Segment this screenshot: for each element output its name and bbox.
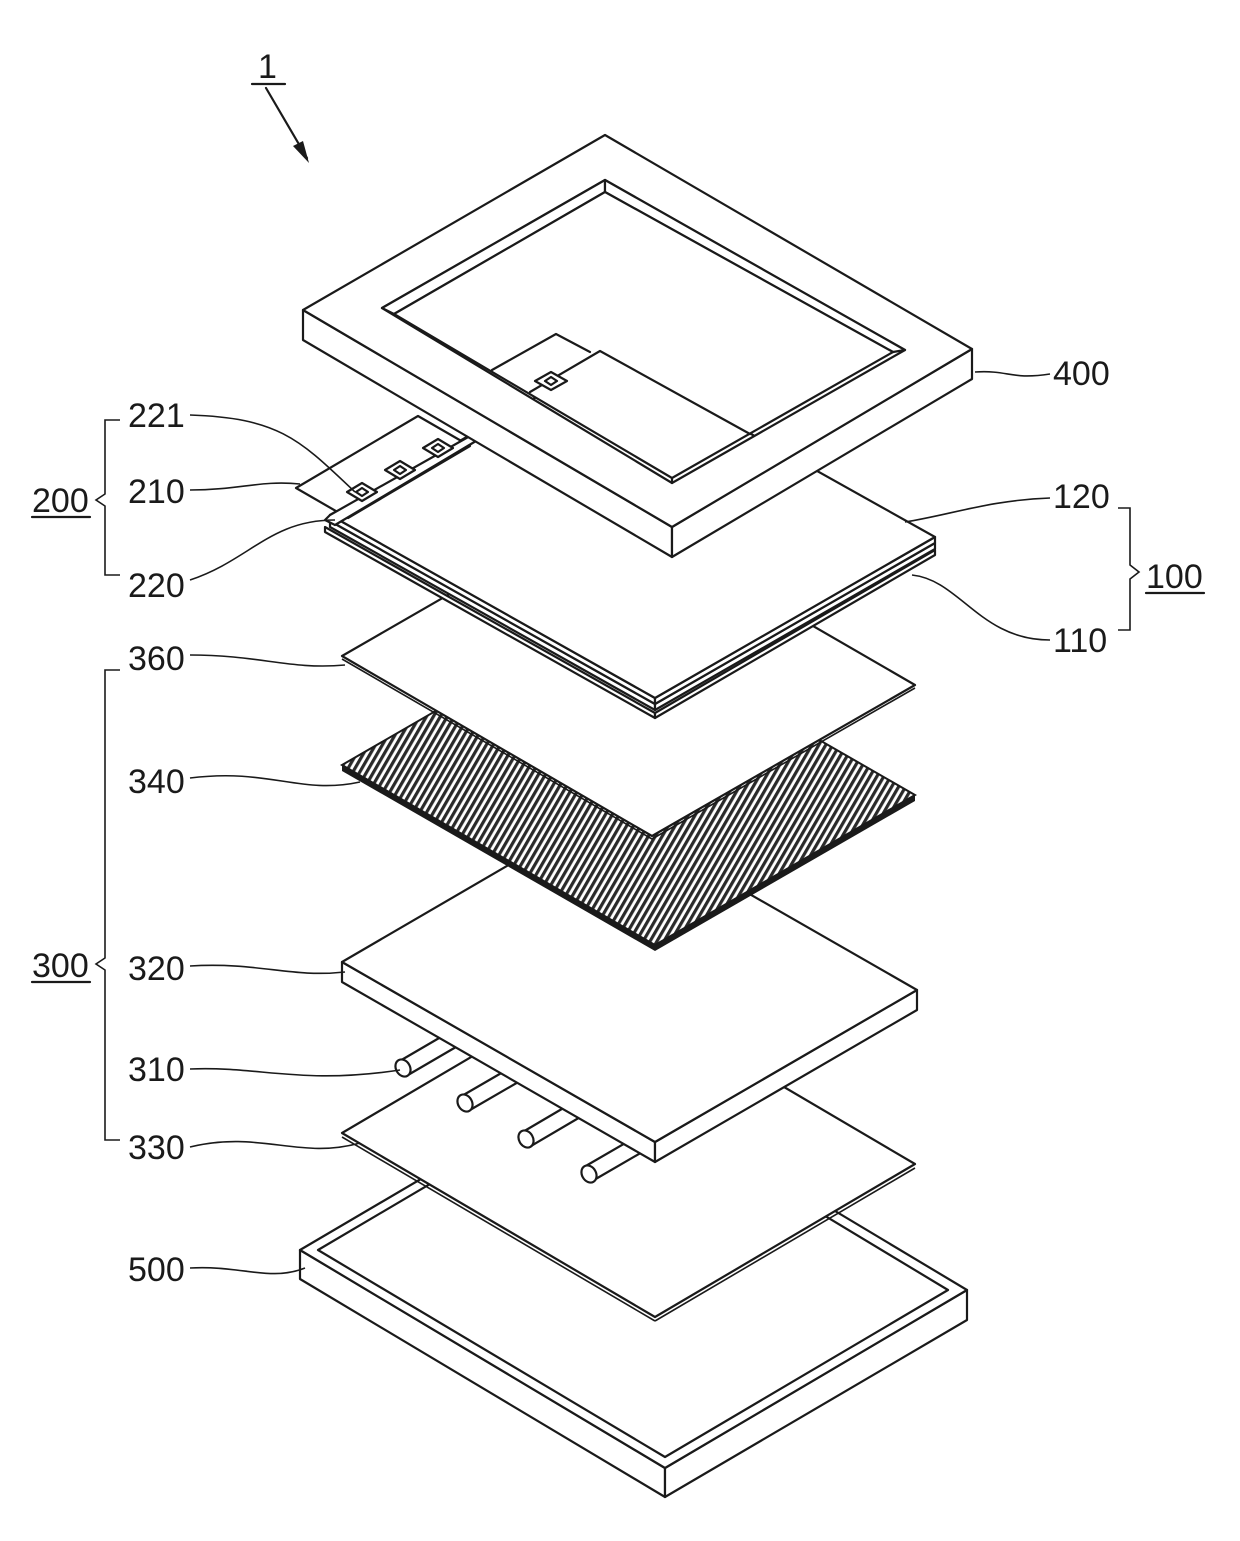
leader-400 xyxy=(975,372,1050,376)
group-label-200: 200 xyxy=(32,482,89,520)
label-310: 310 xyxy=(128,1051,185,1089)
label-360: 360 xyxy=(128,640,185,678)
label-221: 221 xyxy=(128,397,185,435)
leader-310 xyxy=(190,1069,400,1076)
label-220: 220 xyxy=(128,567,185,605)
label-400: 400 xyxy=(1053,355,1110,393)
label-110: 110 xyxy=(1053,622,1107,660)
leader-120 xyxy=(905,498,1050,522)
bracket-100 xyxy=(1118,508,1139,630)
leader-330 xyxy=(190,1142,360,1149)
leader-210 xyxy=(190,483,300,490)
leader-320 xyxy=(190,965,345,973)
label-500: 500 xyxy=(128,1251,185,1289)
label-210: 210 xyxy=(128,473,185,511)
leader-220 xyxy=(190,520,335,580)
label-120: 120 xyxy=(1053,478,1110,516)
label-330: 330 xyxy=(128,1129,185,1167)
label-340: 340 xyxy=(128,763,185,801)
label-320: 320 xyxy=(128,950,185,988)
ref-arrow-head xyxy=(293,141,309,163)
leader-500 xyxy=(190,1268,305,1274)
figure-ref-numeral: 1 xyxy=(258,48,277,86)
figure-reference-1: 1 xyxy=(252,48,309,163)
group-label-300: 300 xyxy=(32,947,89,985)
leader-360 xyxy=(190,655,345,666)
leader-110 xyxy=(912,575,1050,640)
bracket-300 xyxy=(96,670,120,1140)
group-label-100: 100 xyxy=(1146,558,1203,596)
leader-340 xyxy=(190,776,360,786)
bracket-200 xyxy=(96,420,120,575)
